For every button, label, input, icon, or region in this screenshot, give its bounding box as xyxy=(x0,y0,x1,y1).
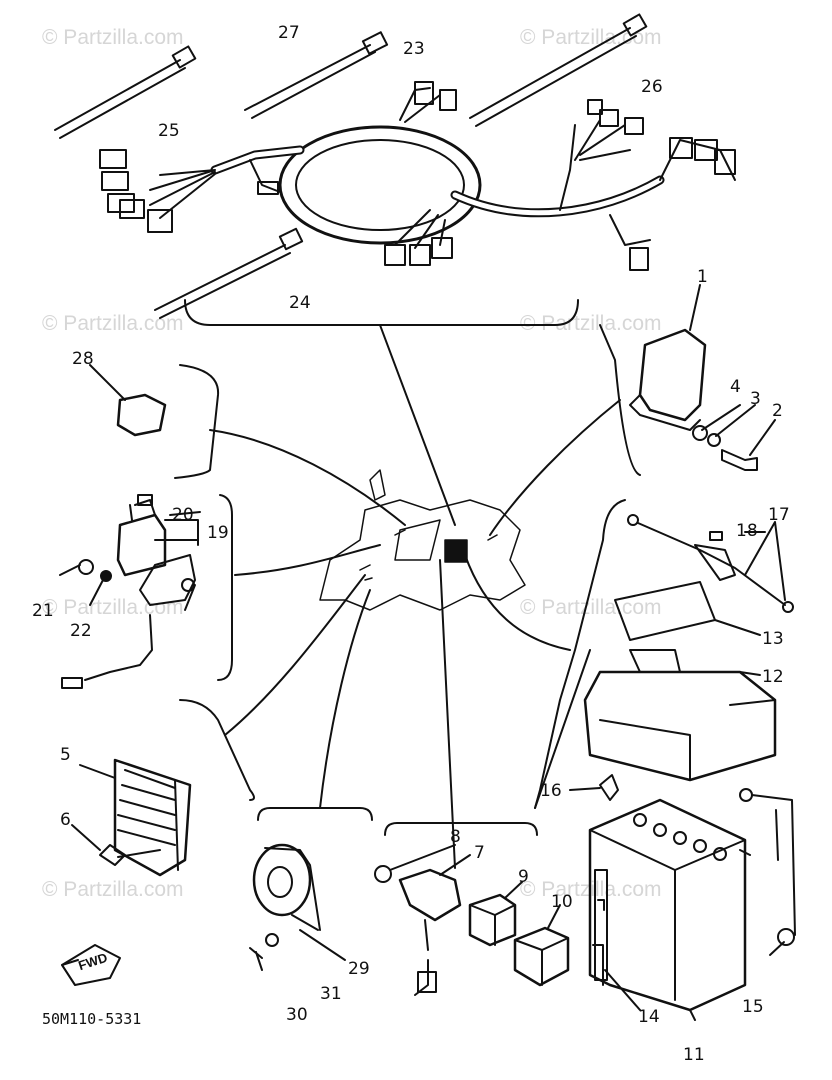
leader-8 xyxy=(389,844,456,871)
bolt-6 xyxy=(71,824,161,866)
callout-5: 5 xyxy=(60,745,71,765)
leader-14 xyxy=(604,969,641,1011)
horn-29 xyxy=(249,843,346,971)
cable-tie-26 xyxy=(469,13,648,127)
leader-16 xyxy=(569,787,601,791)
cable-15 xyxy=(739,788,796,956)
callout-28: 28 xyxy=(72,349,94,369)
harness-group-bracket xyxy=(184,299,579,326)
callout-22: 22 xyxy=(70,621,92,641)
cable-tie-25 xyxy=(54,45,197,139)
callout-2: 2 xyxy=(772,401,783,421)
fwd-arrow-head xyxy=(61,959,79,986)
callout-4: 4 xyxy=(730,377,741,397)
leader-13 xyxy=(714,619,761,636)
clip-16 xyxy=(599,774,619,801)
callout-21: 21 xyxy=(32,601,54,621)
callout-14: 14 xyxy=(638,1007,660,1027)
battery-cover-12 xyxy=(583,649,777,782)
relay-9 xyxy=(468,881,523,947)
group-brackets xyxy=(174,324,641,836)
callout-15: 15 xyxy=(742,997,764,1017)
callout-23: 23 xyxy=(403,39,425,59)
callout-26: 26 xyxy=(641,77,663,97)
wire-harness xyxy=(99,81,736,271)
callout-9: 9 xyxy=(518,867,529,887)
callout-17: 17 xyxy=(768,505,790,525)
main-switch-19 xyxy=(59,494,201,689)
relay-28 xyxy=(89,364,167,437)
callout-12: 12 xyxy=(762,667,784,687)
sensor-7 xyxy=(374,854,471,996)
rectifier-5 xyxy=(79,758,192,877)
callout-10: 10 xyxy=(551,892,573,912)
callout-19: 19 xyxy=(207,523,229,543)
relay-10 xyxy=(513,904,570,987)
callout-7: 7 xyxy=(474,843,485,863)
callout-31: 31 xyxy=(320,984,342,1004)
callout-18: 18 xyxy=(736,521,758,541)
cable-tie-24 xyxy=(154,227,304,319)
drawing-code: 50M110-5331 xyxy=(42,1010,142,1028)
frame-silhouette xyxy=(319,469,526,611)
callout-13: 13 xyxy=(762,629,784,649)
callout-30: 30 xyxy=(286,1005,308,1025)
callout-27: 27 xyxy=(278,23,300,43)
pad-13 xyxy=(614,581,716,641)
callout-11: 11 xyxy=(683,1045,705,1065)
leader-lines xyxy=(209,324,621,869)
callout-6: 6 xyxy=(60,810,71,830)
battery-11 xyxy=(588,798,751,1021)
callout-20: 20 xyxy=(172,505,194,525)
cable-tie-27 xyxy=(244,31,389,119)
cable-17 xyxy=(627,514,794,613)
callout-24: 24 xyxy=(289,293,311,313)
callout-25: 25 xyxy=(158,121,180,141)
callout-1: 1 xyxy=(697,267,708,287)
callout-8: 8 xyxy=(450,827,461,847)
callout-3: 3 xyxy=(750,389,761,409)
callout-29: 29 xyxy=(348,959,370,979)
callout-16: 16 xyxy=(540,781,562,801)
bracket-1 xyxy=(629,284,776,471)
